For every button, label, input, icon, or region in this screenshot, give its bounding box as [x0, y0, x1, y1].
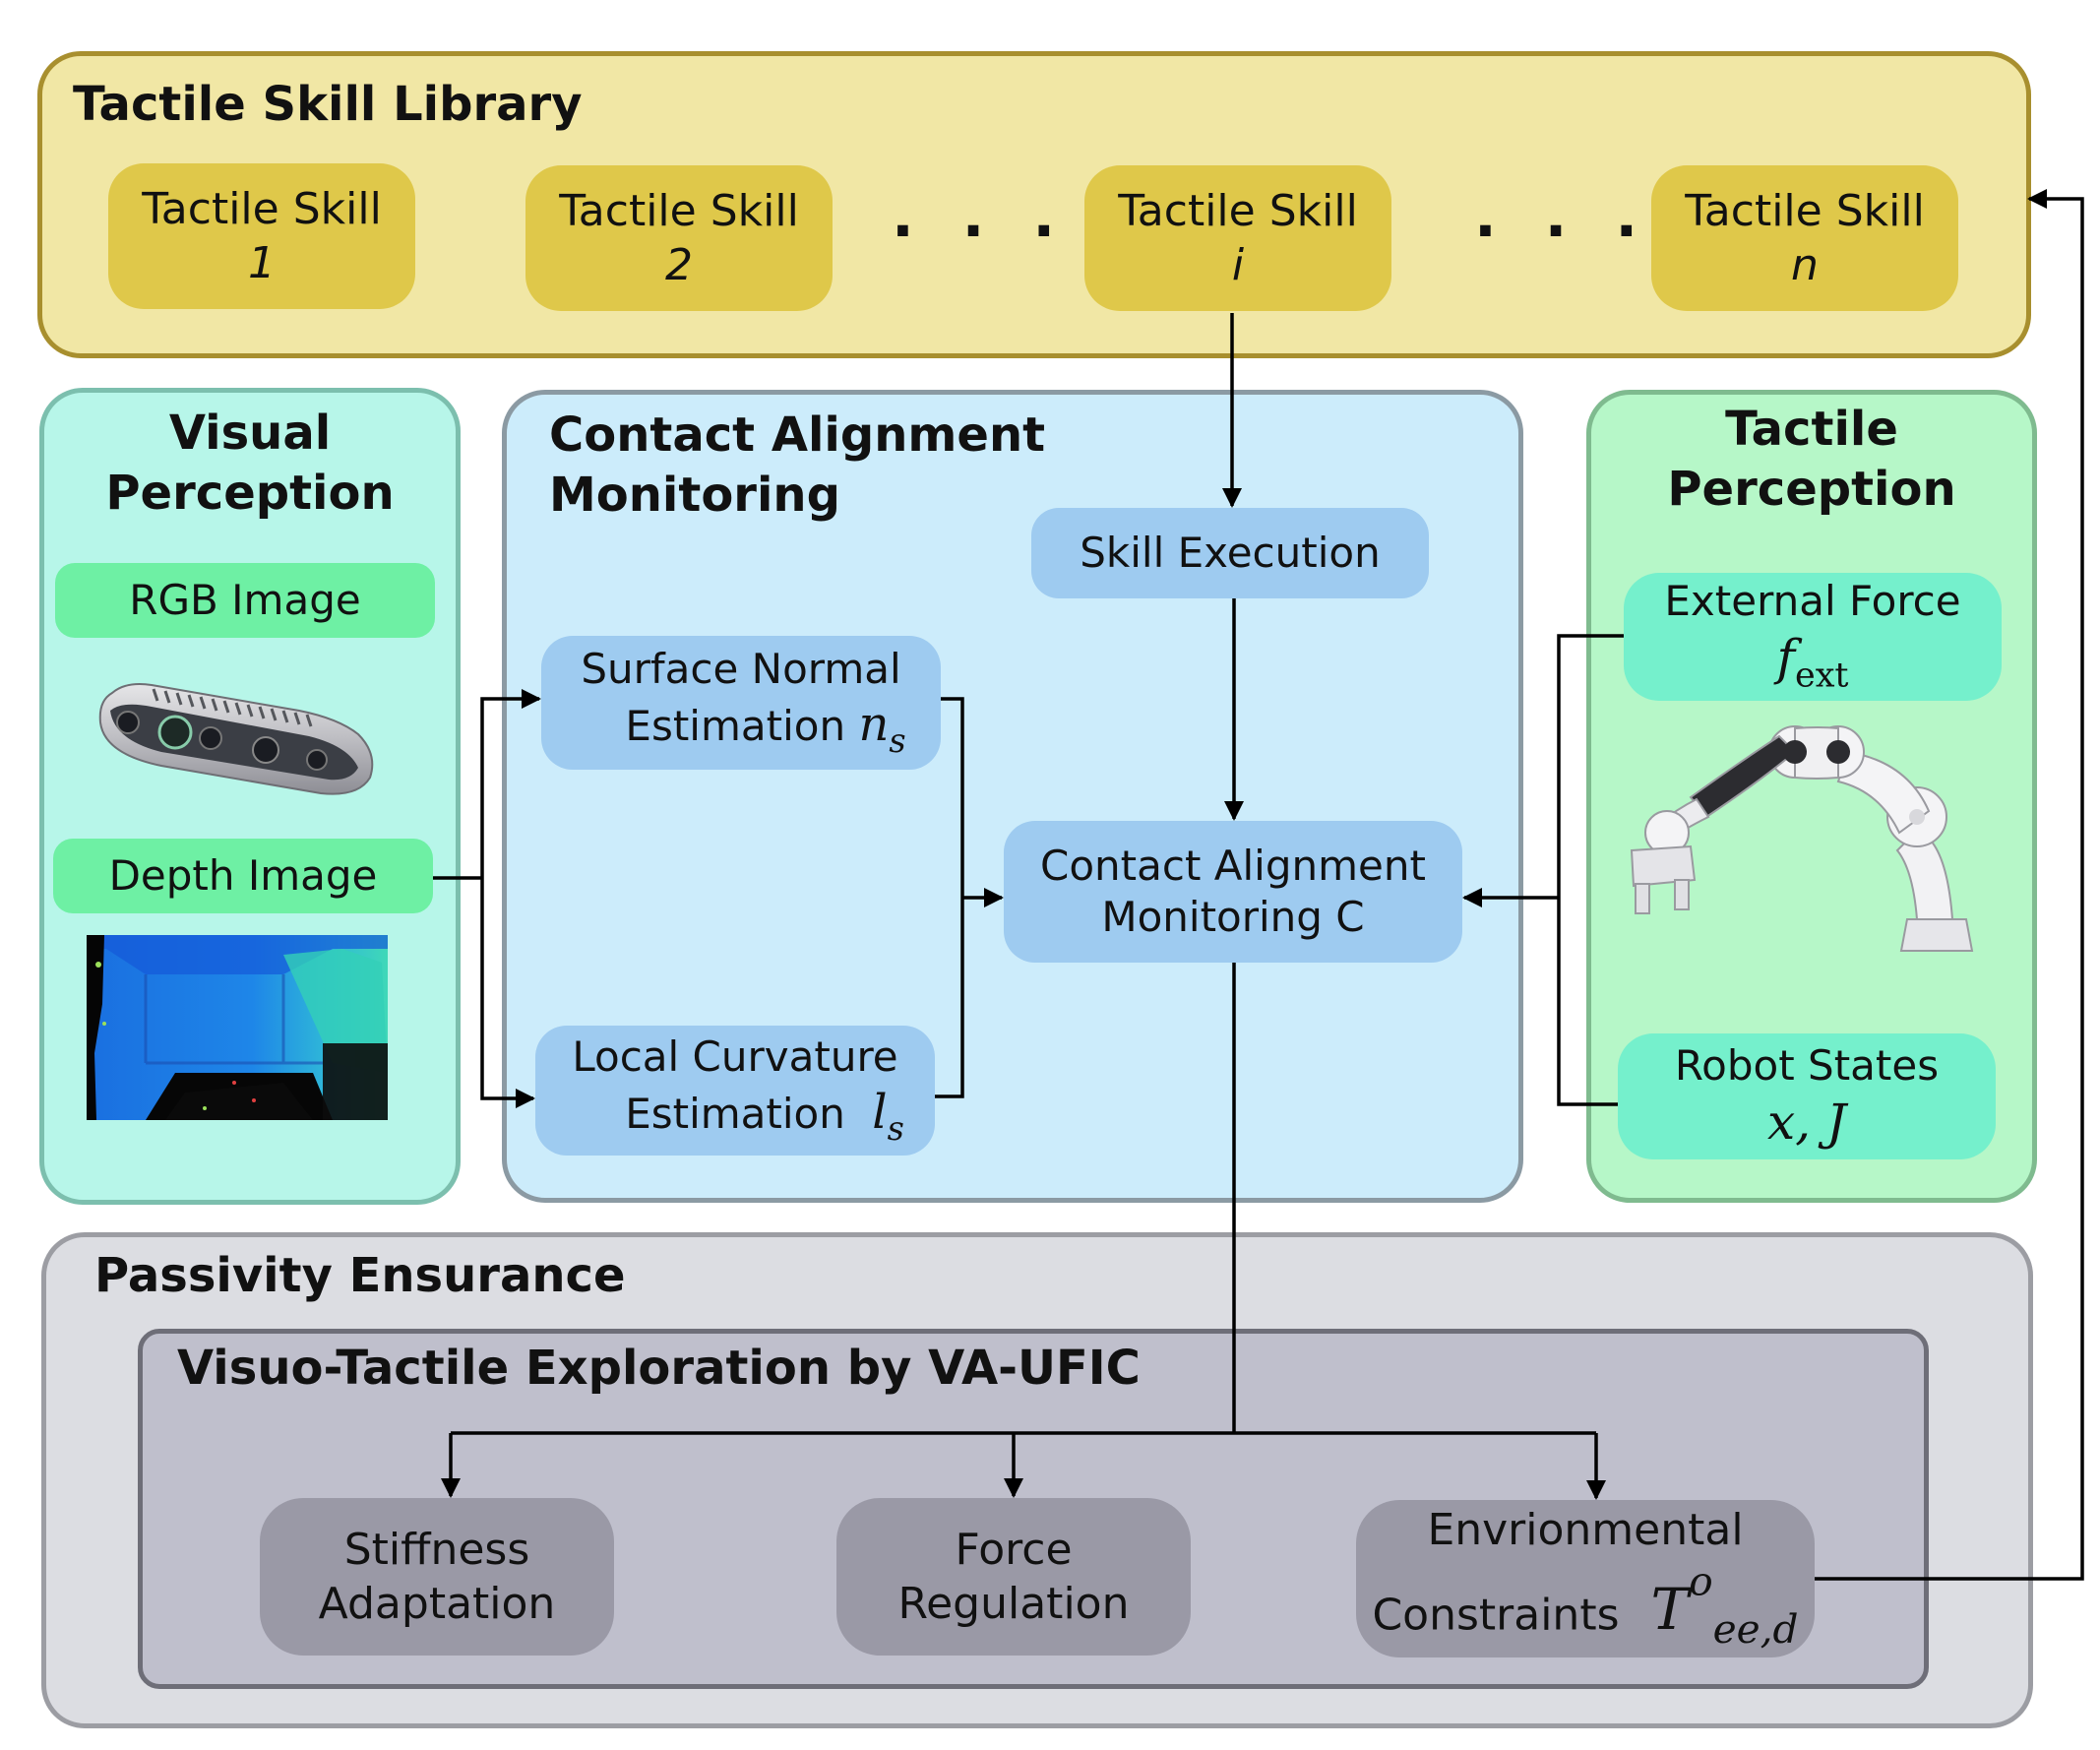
tactile-skill-1: Tactile Skill 1	[108, 163, 415, 309]
env-T: T	[1650, 1576, 1690, 1644]
local-curvature-estimation-node: Local Curvature Estimation ls	[535, 1026, 935, 1156]
external-force-symbol: fext	[1776, 627, 1848, 698]
local-curvature-line1: Local Curvature	[572, 1031, 898, 1081]
external-force-node: External Force fext	[1624, 573, 2002, 701]
monitoring-title: Contact Alignment Monitoring	[549, 406, 1045, 527]
rgb-image-text: RGB Image	[129, 575, 361, 624]
stiffness-line1: Stiffness	[343, 1525, 530, 1575]
tactile-perception-title: Tactile Perception	[1590, 400, 2033, 521]
passivity-ensurance-title: Passivity Ensurance	[94, 1248, 626, 1303]
visual-title-line1: Visual	[168, 406, 332, 461]
depth-image-label: Depth Image	[53, 839, 433, 913]
robot-arm-image	[1630, 725, 1974, 952]
stiffness-adaptation-node: Stiffness Adaptation	[260, 1498, 614, 1656]
force-regulation-line1: Force	[955, 1525, 1073, 1575]
depth-camera-icon	[98, 683, 374, 795]
stiffness-line2: Adaptation	[318, 1579, 556, 1629]
robot-states-symbol: x, J	[1766, 1094, 1847, 1151]
env-symbol: Toee,d	[1634, 1558, 1799, 1654]
tactile-title-line1: Tactile	[1725, 402, 1898, 457]
force-regulation-node: Force Regulation	[836, 1498, 1191, 1656]
surface-normal-symbol: ns	[858, 697, 905, 760]
env-sub: ee,d	[1712, 1605, 1799, 1654]
tactile-title-line2: Perception	[1667, 462, 1956, 518]
depth-map-image	[87, 935, 388, 1120]
environmental-constraints-node: Envrionmental Constraints Toee,d	[1356, 1500, 1815, 1657]
local-curvature-sub: s	[887, 1109, 904, 1149]
skill-i-label: Tactile Skill	[1118, 186, 1358, 236]
external-force-f: f	[1776, 629, 1795, 687]
skill-1-index: 1	[248, 238, 276, 288]
skill-i-index: i	[1231, 240, 1245, 290]
visuo-tactile-exploration-title: Visuo-Tactile Exploration by VA-UFIC	[177, 1341, 1141, 1396]
surface-normal-line1: Surface Normal	[581, 644, 901, 693]
rgb-image-label: RGB Image	[55, 563, 435, 638]
monitoring-title-line1: Contact Alignment	[549, 407, 1046, 463]
robot-states-node: Robot States x, J	[1618, 1033, 1996, 1159]
external-force-sub: ext	[1794, 656, 1849, 696]
visual-title-line2: Perception	[105, 466, 395, 522]
skill-n-label: Tactile Skill	[1685, 186, 1925, 236]
surface-normal-line2-wrap: Estimation ns	[576, 695, 905, 762]
env-line2: Constraints	[1372, 1590, 1620, 1641]
env-line2-wrap: Constraints Toee,d	[1372, 1557, 1798, 1655]
external-force-text: External Force	[1664, 576, 1961, 625]
surface-normal-sub: s	[889, 721, 906, 761]
env-line1: Envrionmental	[1427, 1504, 1744, 1555]
ellipsis-2: · · ·	[1474, 197, 1652, 266]
robot-states-text: Robot States	[1674, 1040, 1940, 1090]
tactile-skill-2: Tactile Skill 2	[525, 165, 833, 311]
local-curvature-l: l	[872, 1085, 888, 1141]
tactile-skill-n: Tactile Skill n	[1651, 165, 1958, 311]
monitoring-title-line2: Monitoring	[549, 468, 840, 524]
skill-execution-node: Skill Execution	[1031, 508, 1429, 598]
local-curvature-line2: Estimation	[625, 1090, 845, 1139]
skill-1-label: Tactile Skill	[142, 184, 382, 234]
skill-execution-text: Skill Execution	[1080, 528, 1381, 577]
surface-normal-estimation-node: Surface Normal Estimation ns	[541, 636, 941, 770]
surface-normal-line2: Estimation	[625, 702, 846, 751]
env-sup: o	[1689, 1557, 1713, 1605]
depth-image-text: Depth Image	[108, 850, 378, 900]
visual-perception-title: Visual Perception	[43, 404, 457, 525]
force-regulation-line2: Regulation	[897, 1579, 1130, 1629]
cam-node-line2: Monitoring C	[1101, 893, 1365, 941]
local-curvature-line2-wrap: Estimation ls	[566, 1083, 904, 1150]
surface-normal-n: n	[858, 697, 890, 753]
local-curvature-symbol: ls	[858, 1085, 904, 1148]
tactile-skill-i: Tactile Skill i	[1084, 165, 1391, 311]
contact-alignment-monitoring-node: Contact Alignment Monitoring C	[1004, 821, 1462, 963]
cam-node-line1: Contact Alignment	[1040, 841, 1426, 890]
skill-2-index: 2	[665, 240, 693, 290]
skill-2-label: Tactile Skill	[559, 186, 799, 236]
ellipsis-1: · · ·	[892, 197, 1070, 266]
library-title: Tactile Skill Library	[73, 77, 583, 132]
skill-n-index: n	[1791, 240, 1819, 290]
